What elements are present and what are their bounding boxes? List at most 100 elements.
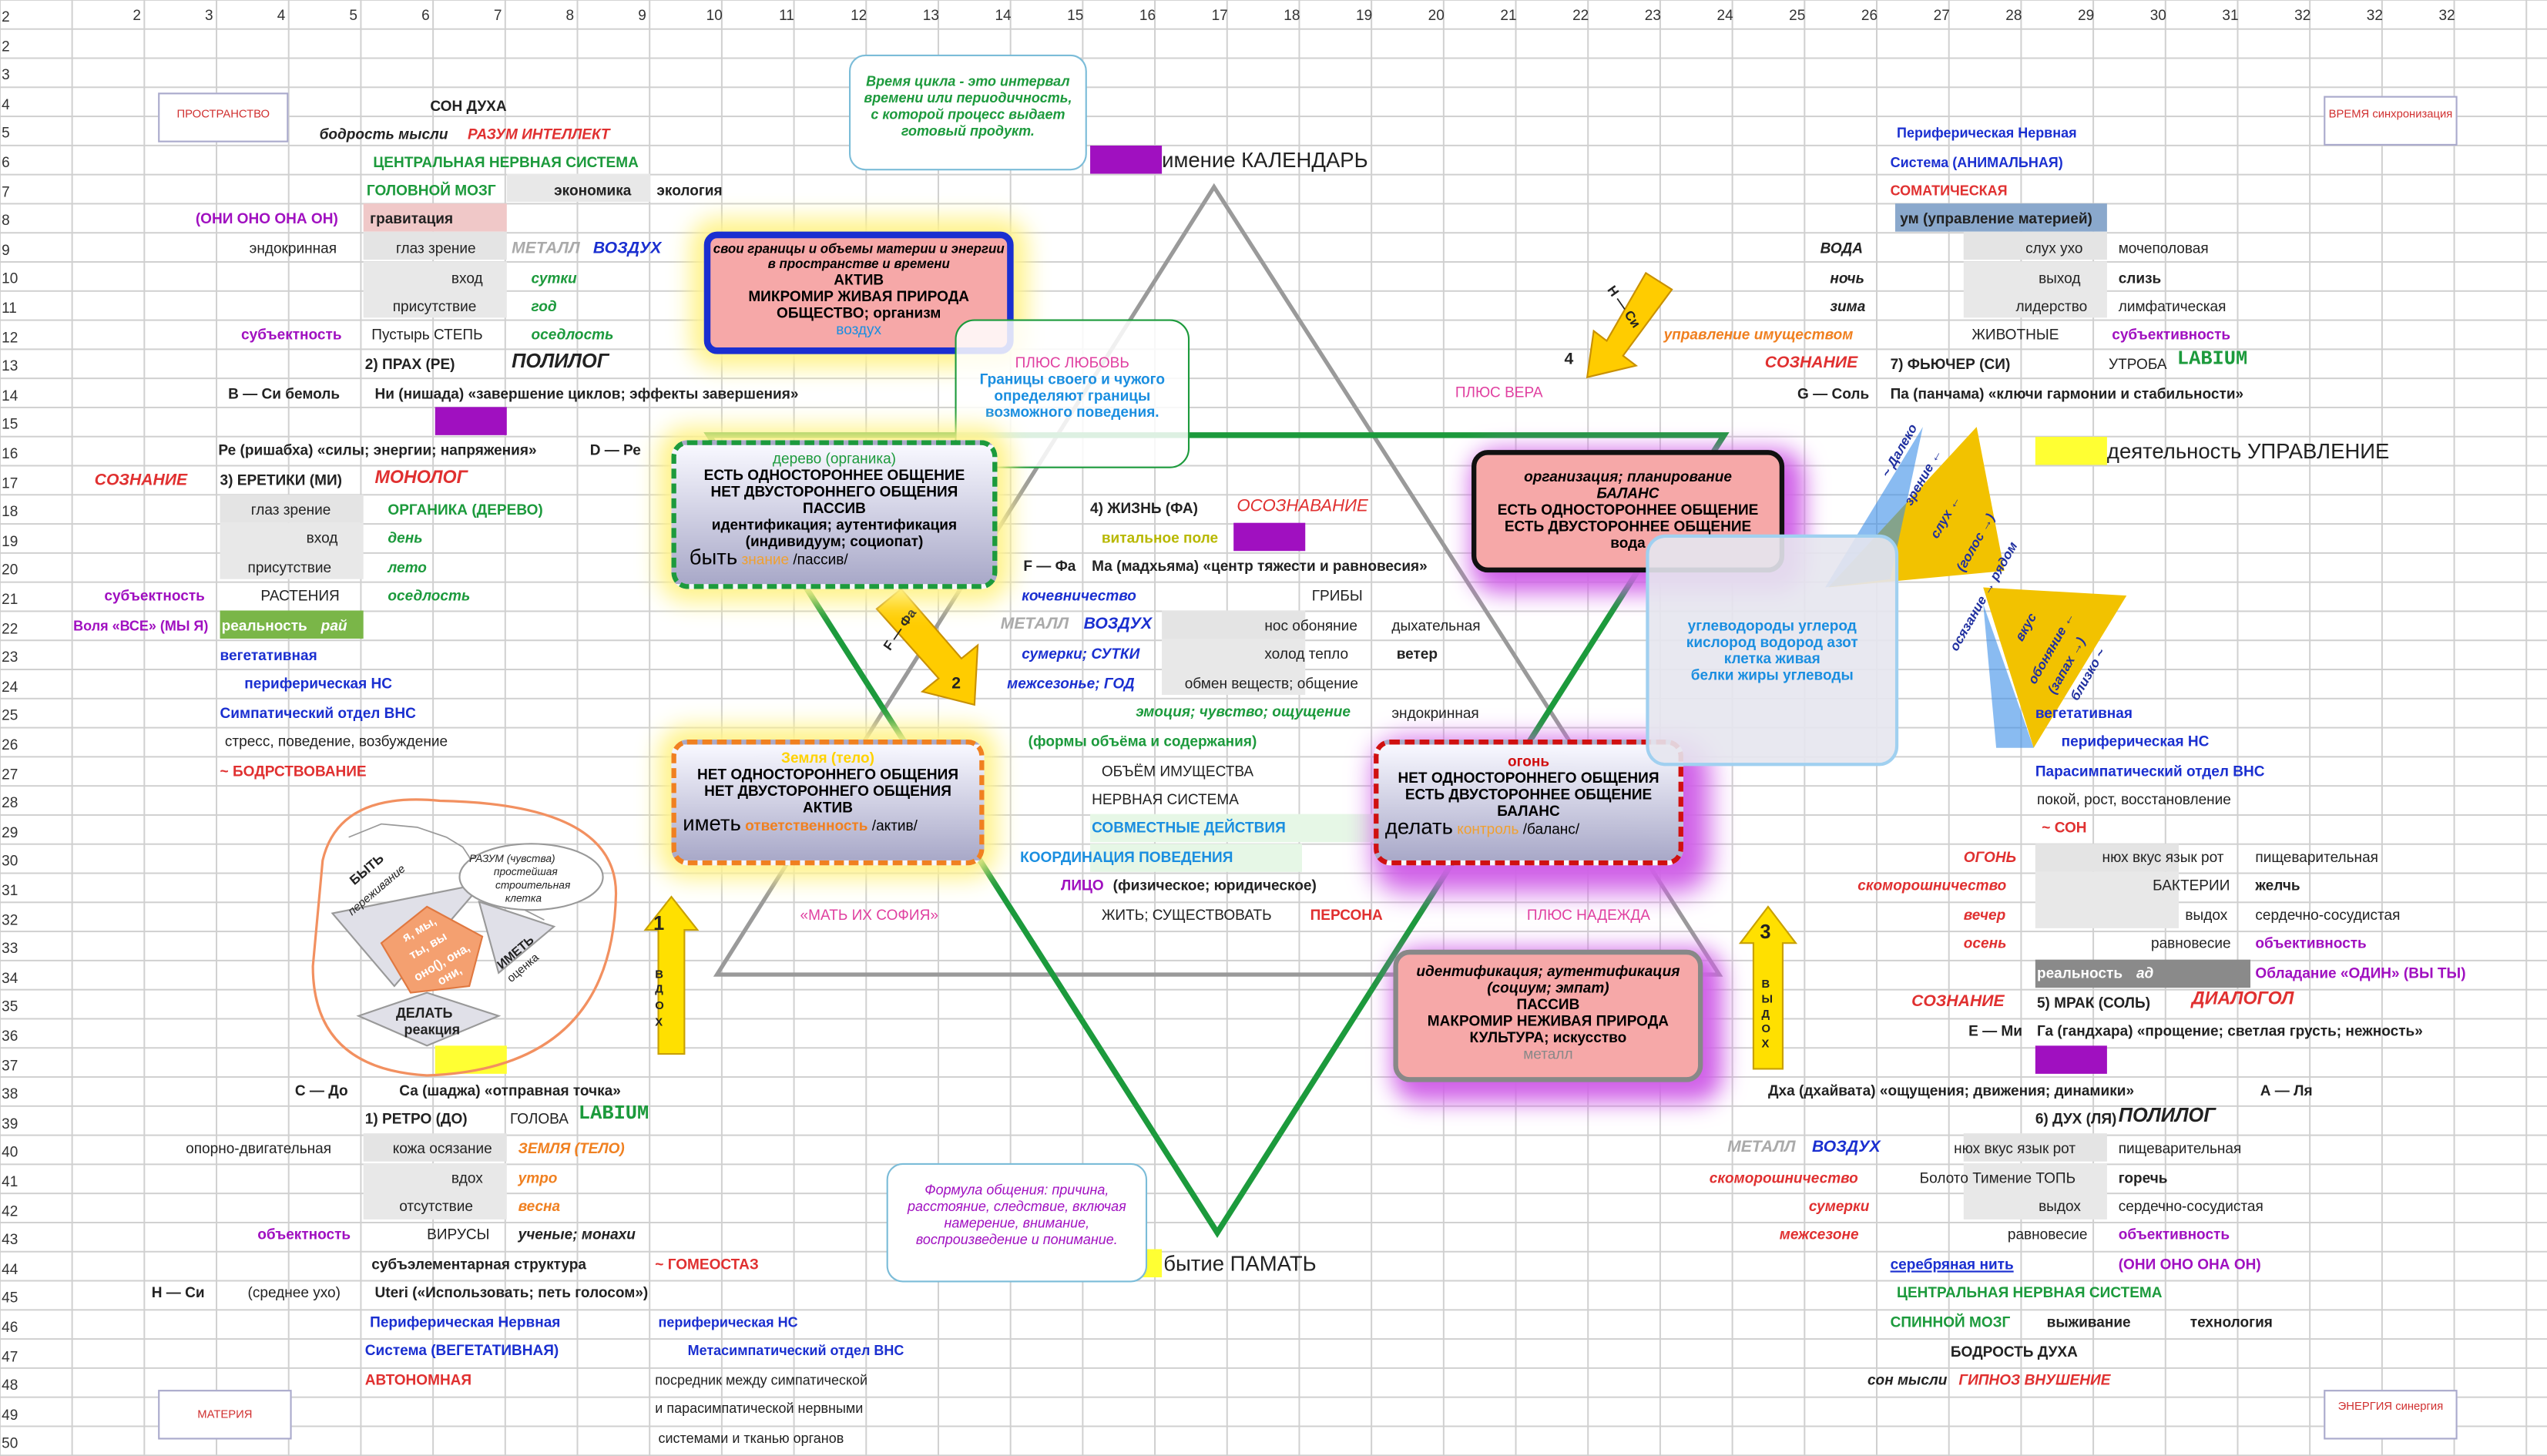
column-header[interactable]: 2 xyxy=(133,6,141,24)
row-header[interactable]: 17 xyxy=(2,474,18,491)
row-header[interactable]: 25 xyxy=(2,706,18,724)
column-header[interactable]: 31 xyxy=(2222,6,2239,24)
yellow-cell[interactable] xyxy=(2035,437,2107,465)
column-header[interactable]: 6 xyxy=(421,6,430,24)
carbon-box[interactable]: углеводороды углерод кислород водород аз… xyxy=(1646,534,1899,767)
purple-cell[interactable] xyxy=(435,407,507,435)
light-green-cell[interactable] xyxy=(1090,844,1303,872)
row-header[interactable]: 36 xyxy=(2,1027,18,1045)
gray-cell[interactable] xyxy=(363,261,507,318)
row-header[interactable]: 2 xyxy=(2,37,10,55)
row-header[interactable]: 39 xyxy=(2,1115,18,1132)
row-header[interactable]: 16 xyxy=(2,445,18,462)
column-header[interactable]: 3 xyxy=(205,6,213,24)
row-header[interactable]: 27 xyxy=(2,765,18,783)
earth-active-box[interactable]: Земля (тело) НЕТ ОДНОСТОРОННЕГО ОБЩЕНИЯ … xyxy=(671,740,985,866)
row-header[interactable]: 13 xyxy=(2,357,18,374)
column-header[interactable]: 9 xyxy=(638,6,646,24)
row-header[interactable]: 6 xyxy=(2,153,10,171)
purple-cell[interactable] xyxy=(1233,522,1306,552)
purple-cell[interactable] xyxy=(2035,1045,2107,1074)
row-header[interactable]: 35 xyxy=(2,998,18,1015)
column-header[interactable]: 30 xyxy=(2149,6,2166,24)
column-header[interactable]: 21 xyxy=(1500,6,1517,24)
purple-cell[interactable] xyxy=(1090,146,1163,174)
gray-cell[interactable] xyxy=(220,495,364,523)
column-header[interactable]: 24 xyxy=(1716,6,1733,24)
row-header[interactable]: 4 xyxy=(2,96,10,112)
row-header[interactable]: 32 xyxy=(2,911,18,928)
row-header[interactable]: 34 xyxy=(2,969,18,986)
gray-cell[interactable] xyxy=(220,522,364,579)
gray-cell[interactable] xyxy=(2035,871,2179,928)
row-header[interactable]: 5 xyxy=(2,124,10,142)
gray-cell[interactable] xyxy=(363,231,507,260)
column-header[interactable]: 18 xyxy=(1284,6,1300,24)
row-header[interactable]: 42 xyxy=(2,1202,18,1219)
row-header[interactable]: 33 xyxy=(2,940,18,957)
row-header[interactable]: 21 xyxy=(2,590,18,608)
row-header[interactable]: 22 xyxy=(2,619,18,637)
column-header[interactable]: 4 xyxy=(277,6,286,24)
column-header[interactable]: 32 xyxy=(2294,6,2311,24)
row-header[interactable]: 15 xyxy=(2,415,18,433)
gray-cell[interactable] xyxy=(1963,1133,2107,1162)
row-header[interactable]: 43 xyxy=(2,1231,18,1248)
column-header[interactable]: 22 xyxy=(1572,6,1589,24)
column-header[interactable]: 16 xyxy=(1139,6,1156,24)
row-header[interactable]: 41 xyxy=(2,1173,18,1190)
row-header[interactable]: 14 xyxy=(2,387,18,404)
gray-cell[interactable] xyxy=(363,1133,507,1162)
row-header[interactable]: 50 xyxy=(2,1434,18,1452)
row-header[interactable]: 40 xyxy=(2,1143,18,1161)
gray-cell[interactable] xyxy=(1963,1162,2107,1219)
column-header[interactable]: 10 xyxy=(706,6,723,24)
plus-love-box[interactable]: ПЛЮС ЛЮБОВЬ Границы своего и чужого опре… xyxy=(955,319,1190,468)
row-header[interactable]: 19 xyxy=(2,532,18,549)
row-header[interactable]: 31 xyxy=(2,881,18,899)
row-header[interactable]: 20 xyxy=(2,561,18,579)
row-header[interactable]: 45 xyxy=(2,1289,18,1307)
row-header[interactable]: 46 xyxy=(2,1318,18,1336)
gray-cell[interactable] xyxy=(1162,610,1306,639)
gray-cell[interactable] xyxy=(506,173,650,203)
row-header[interactable]: 8 xyxy=(2,212,10,229)
gray-cell[interactable] xyxy=(2035,844,2179,872)
column-header[interactable]: 29 xyxy=(2077,6,2095,24)
gray-cell[interactable] xyxy=(1963,231,2107,260)
row-header[interactable]: 26 xyxy=(2,736,18,753)
row-header[interactable]: 29 xyxy=(2,824,18,840)
gray-cell[interactable] xyxy=(1963,261,2107,318)
column-header[interactable]: 27 xyxy=(1933,6,1950,24)
row-header[interactable]: 10 xyxy=(2,270,18,287)
row-header[interactable]: 7 xyxy=(2,183,10,200)
gray-cell[interactable] xyxy=(363,1162,507,1219)
row-header[interactable]: 3 xyxy=(2,66,10,83)
column-header[interactable]: 17 xyxy=(1211,6,1228,24)
row-header[interactable]: 11 xyxy=(2,299,17,317)
column-header[interactable]: 23 xyxy=(1644,6,1661,24)
row-header[interactable]: 44 xyxy=(2,1260,18,1277)
column-header[interactable]: 20 xyxy=(1428,6,1445,24)
row-header[interactable]: 47 xyxy=(2,1347,18,1365)
row-header[interactable]: 2 xyxy=(2,8,10,25)
column-header[interactable]: 26 xyxy=(1861,6,1878,24)
row-header[interactable]: 23 xyxy=(2,649,18,666)
column-header[interactable]: 25 xyxy=(1789,6,1806,24)
row-header[interactable]: 18 xyxy=(2,503,18,520)
column-header[interactable]: 32 xyxy=(2438,6,2455,24)
light-green-cell[interactable] xyxy=(1090,814,1376,843)
column-header[interactable]: 13 xyxy=(922,6,939,24)
row-header[interactable]: 49 xyxy=(2,1406,18,1423)
gray-cell[interactable] xyxy=(2035,959,2251,988)
column-header[interactable]: 14 xyxy=(995,6,1012,24)
row-header[interactable]: 28 xyxy=(2,794,18,811)
column-header[interactable]: 8 xyxy=(565,6,575,24)
row-header[interactable]: 9 xyxy=(2,241,10,258)
column-header[interactable]: 12 xyxy=(851,6,867,24)
metal-macroworld-box[interactable]: идентификация; аутентификация (социум; э… xyxy=(1393,949,1703,1082)
column-header[interactable]: 19 xyxy=(1355,6,1373,24)
row-header[interactable]: 24 xyxy=(2,678,18,695)
yellow-cell[interactable] xyxy=(435,1045,507,1074)
row-header[interactable]: 48 xyxy=(2,1377,18,1394)
